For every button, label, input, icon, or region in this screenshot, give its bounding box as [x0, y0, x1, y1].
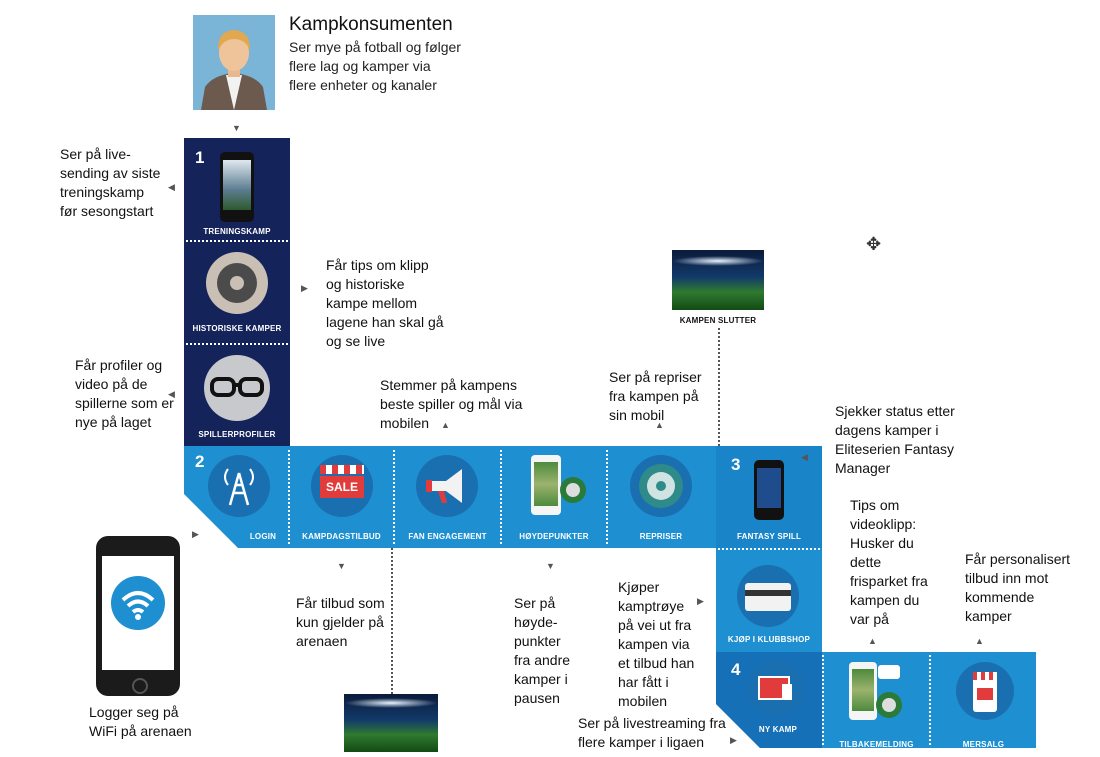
- arrow-up-icon: ▲: [868, 636, 877, 646]
- arrow-right-icon: ▶: [697, 596, 704, 606]
- persona-avatar: [193, 15, 275, 110]
- note-spillerprofiler: Får profiler og video på de spillerne so…: [75, 357, 174, 430]
- stadium-photo-bottom: [344, 694, 438, 752]
- separator: [822, 655, 824, 745]
- cursor-move-icon: ✥: [866, 234, 882, 254]
- arrow-down-icon: ▼: [546, 561, 555, 571]
- separator: [288, 450, 290, 544]
- tile-label-spillerprofiler: SPILLERPROFILER: [198, 430, 276, 439]
- tile-label-tilbakemelding: TILBAKEMELDING: [839, 740, 914, 749]
- tile-label-fan-engagement: FAN ENGAGEMENT: [408, 532, 487, 541]
- step-number-4: 4: [731, 660, 741, 679]
- sale-sign-icon: SALE: [311, 455, 373, 517]
- tile-label-kampen-slutter: KAMPEN SLUTTER: [679, 316, 757, 325]
- arrow-up-icon: ▲: [441, 420, 450, 430]
- glasses-icon: [204, 355, 270, 421]
- tile-label-mersalg: MERSALG: [962, 740, 1005, 749]
- separator: [929, 655, 931, 745]
- film-reel-icon: [630, 455, 692, 517]
- film-reel-small-icon: [876, 692, 902, 718]
- tile-label-historiske-kamper: HISTORISKE KAMPER: [192, 324, 282, 333]
- film-reel-small-icon: [560, 477, 586, 503]
- tile-label-fantasy-spill: FANTASY SPILL: [736, 532, 802, 541]
- separator: [718, 548, 820, 550]
- arrow-left-icon: ◀: [168, 389, 175, 399]
- connector-line: [391, 548, 393, 694]
- antenna-icon: [208, 455, 270, 517]
- tile-label-repriser: REPRISER: [639, 532, 683, 541]
- note-treningskamp: Ser på live- sending av siste treningska…: [60, 146, 161, 219]
- tile-label-kampdagstilbud: KAMPDAGSTILBUD: [302, 532, 381, 541]
- phone-feedback-icon: [849, 662, 877, 720]
- note-ny-kamp: Ser på livestreaming fra flere kamper i …: [578, 715, 726, 750]
- arrow-left-icon: ◀: [168, 182, 175, 192]
- note-fantasy: Sjekker status etter dagens kamper i Eli…: [835, 403, 955, 476]
- step-number-1: 1: [195, 148, 205, 167]
- separator: [393, 450, 395, 544]
- devices-icon: [748, 660, 804, 716]
- connector-line: [718, 328, 720, 446]
- phone-fantasy-icon: [754, 460, 784, 520]
- note-mersalg: Får personalisert tilbud inn mot kommend…: [965, 551, 1071, 624]
- persona-title: Kampkonsumenten: [289, 14, 453, 35]
- film-reel-icon: [206, 252, 268, 314]
- step-number-2: 2: [195, 452, 205, 471]
- separator: [186, 343, 288, 345]
- chat-bubble-icon: [878, 665, 900, 679]
- tile-label-ny-kamp: NY KAMP: [758, 725, 798, 734]
- note-repriser: Ser på repriser fra kampen på sin mobil: [609, 369, 702, 423]
- arrow-down-icon: ▼: [232, 123, 241, 133]
- stadium-photo: [672, 250, 764, 310]
- arrow-down-icon: ▼: [337, 561, 346, 571]
- sale-sign-text: SALE: [320, 476, 364, 498]
- wifi-icon: [111, 576, 165, 630]
- arrow-up-icon: ▲: [655, 420, 664, 430]
- separator: [606, 450, 608, 544]
- arrow-up-icon: ▲: [975, 636, 984, 646]
- tile-label-login: LOGIN: [249, 532, 277, 541]
- tile-label-klubbshop: KJØP I KLUBBSHOP: [727, 635, 811, 644]
- note-historiske: Får tips om klipp og historiske kampe me…: [326, 257, 444, 349]
- tile-label-hoydepunkter: HØYDEPUNKTER: [519, 532, 589, 541]
- step-number-3: 3: [731, 455, 741, 474]
- note-fan-engagement: Stemmer på kampens beste spiller og mål …: [380, 377, 523, 431]
- phone-icon: [220, 152, 254, 222]
- separator: [186, 240, 288, 242]
- tile-label-treningskamp: TRENINGSKAMP: [203, 227, 271, 236]
- megaphone-icon: [416, 455, 478, 517]
- credit-card-icon: [737, 565, 799, 627]
- persona-description: Ser mye på fotball og følger flere lag o…: [289, 39, 461, 93]
- note-klubbshop: Kjøper kamptrøye på vei ut fra kampen vi…: [618, 579, 695, 709]
- arrow-left-icon: ◀: [801, 452, 808, 462]
- arrow-right-icon: ▶: [730, 735, 737, 745]
- separator: [500, 450, 502, 544]
- note-hoydepunkter: Ser på høyde- punkter fra andre kamper i…: [514, 595, 571, 706]
- phone-highlights-icon: [531, 455, 561, 515]
- note-login: Logger seg på WiFi på arenaen: [89, 704, 192, 739]
- arrow-right-icon: ▶: [301, 283, 308, 293]
- arrow-right-icon: ▶: [192, 529, 199, 539]
- note-kampdagstilbud: Får tilbud som kun gjelder på arenaen: [296, 595, 385, 649]
- shopping-phone-icon: [956, 662, 1014, 720]
- note-videoklipp: Tips om videoklipp: Husker du dette fris…: [850, 497, 928, 627]
